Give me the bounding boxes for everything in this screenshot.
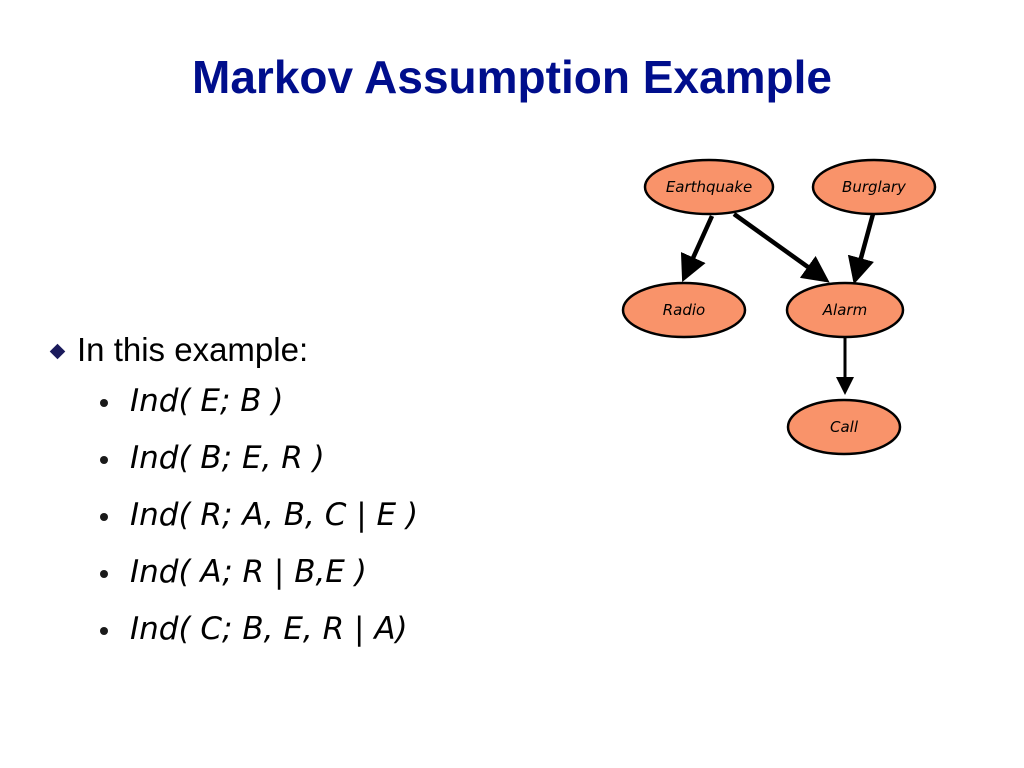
node-radio-shape xyxy=(621,281,747,339)
node-earthquake: Earthquake xyxy=(643,158,775,216)
statement-text: Ind( A; R | B,E ) xyxy=(130,553,367,590)
intro-bullet: In this example: xyxy=(46,328,606,372)
statement-text: Ind( R; A, B, C | E ) xyxy=(130,496,419,533)
statement-text: Ind( B; E, R ) xyxy=(130,439,325,476)
edge-earthquake-radio xyxy=(680,215,715,283)
node-alarm-shape xyxy=(785,281,905,339)
edge-earthquake-alarm xyxy=(732,212,830,283)
node-earthquake-label: Earthquake xyxy=(666,178,752,196)
dot-bullet-icon xyxy=(100,455,108,464)
statement-item: Ind( B; E, R ) xyxy=(46,429,606,486)
dot-bullet-icon xyxy=(100,569,108,578)
intro-text: In this example: xyxy=(77,331,309,368)
page-title: Markov Assumption Example xyxy=(192,51,832,103)
node-alarm-label: Alarm xyxy=(822,301,867,319)
statement-text: Ind( C; B, E, R | A) xyxy=(130,610,408,647)
node-radio: Radio xyxy=(621,281,747,339)
node-alarm: Alarm xyxy=(785,281,905,339)
statement-item: Ind( A; R | B,E ) xyxy=(46,543,606,600)
bullet-list: In this example: Ind( E; B ) Ind( B; E, … xyxy=(46,328,606,657)
dot-bullet-icon xyxy=(100,398,108,407)
node-call-label: Call xyxy=(830,418,859,436)
node-call-shape xyxy=(786,398,902,456)
edge-burglary-alarm xyxy=(847,213,876,285)
dot-bullet-icon xyxy=(100,626,108,635)
statement-item: Ind( R; A, B, C | E ) xyxy=(46,486,606,543)
statement-item: Ind( C; B, E, R | A) xyxy=(46,600,606,657)
node-burglary: Burglary xyxy=(811,158,937,216)
node-burglary-label: Burglary xyxy=(842,178,907,196)
node-earthquake-shape xyxy=(643,158,775,216)
node-radio-label: Radio xyxy=(663,301,705,319)
node-burglary-shape xyxy=(811,158,937,216)
node-call: Call xyxy=(786,398,902,456)
statement-item: Ind( E; B ) xyxy=(46,372,606,429)
statement-text: Ind( E; B ) xyxy=(130,382,284,419)
dot-bullet-icon xyxy=(100,512,108,521)
